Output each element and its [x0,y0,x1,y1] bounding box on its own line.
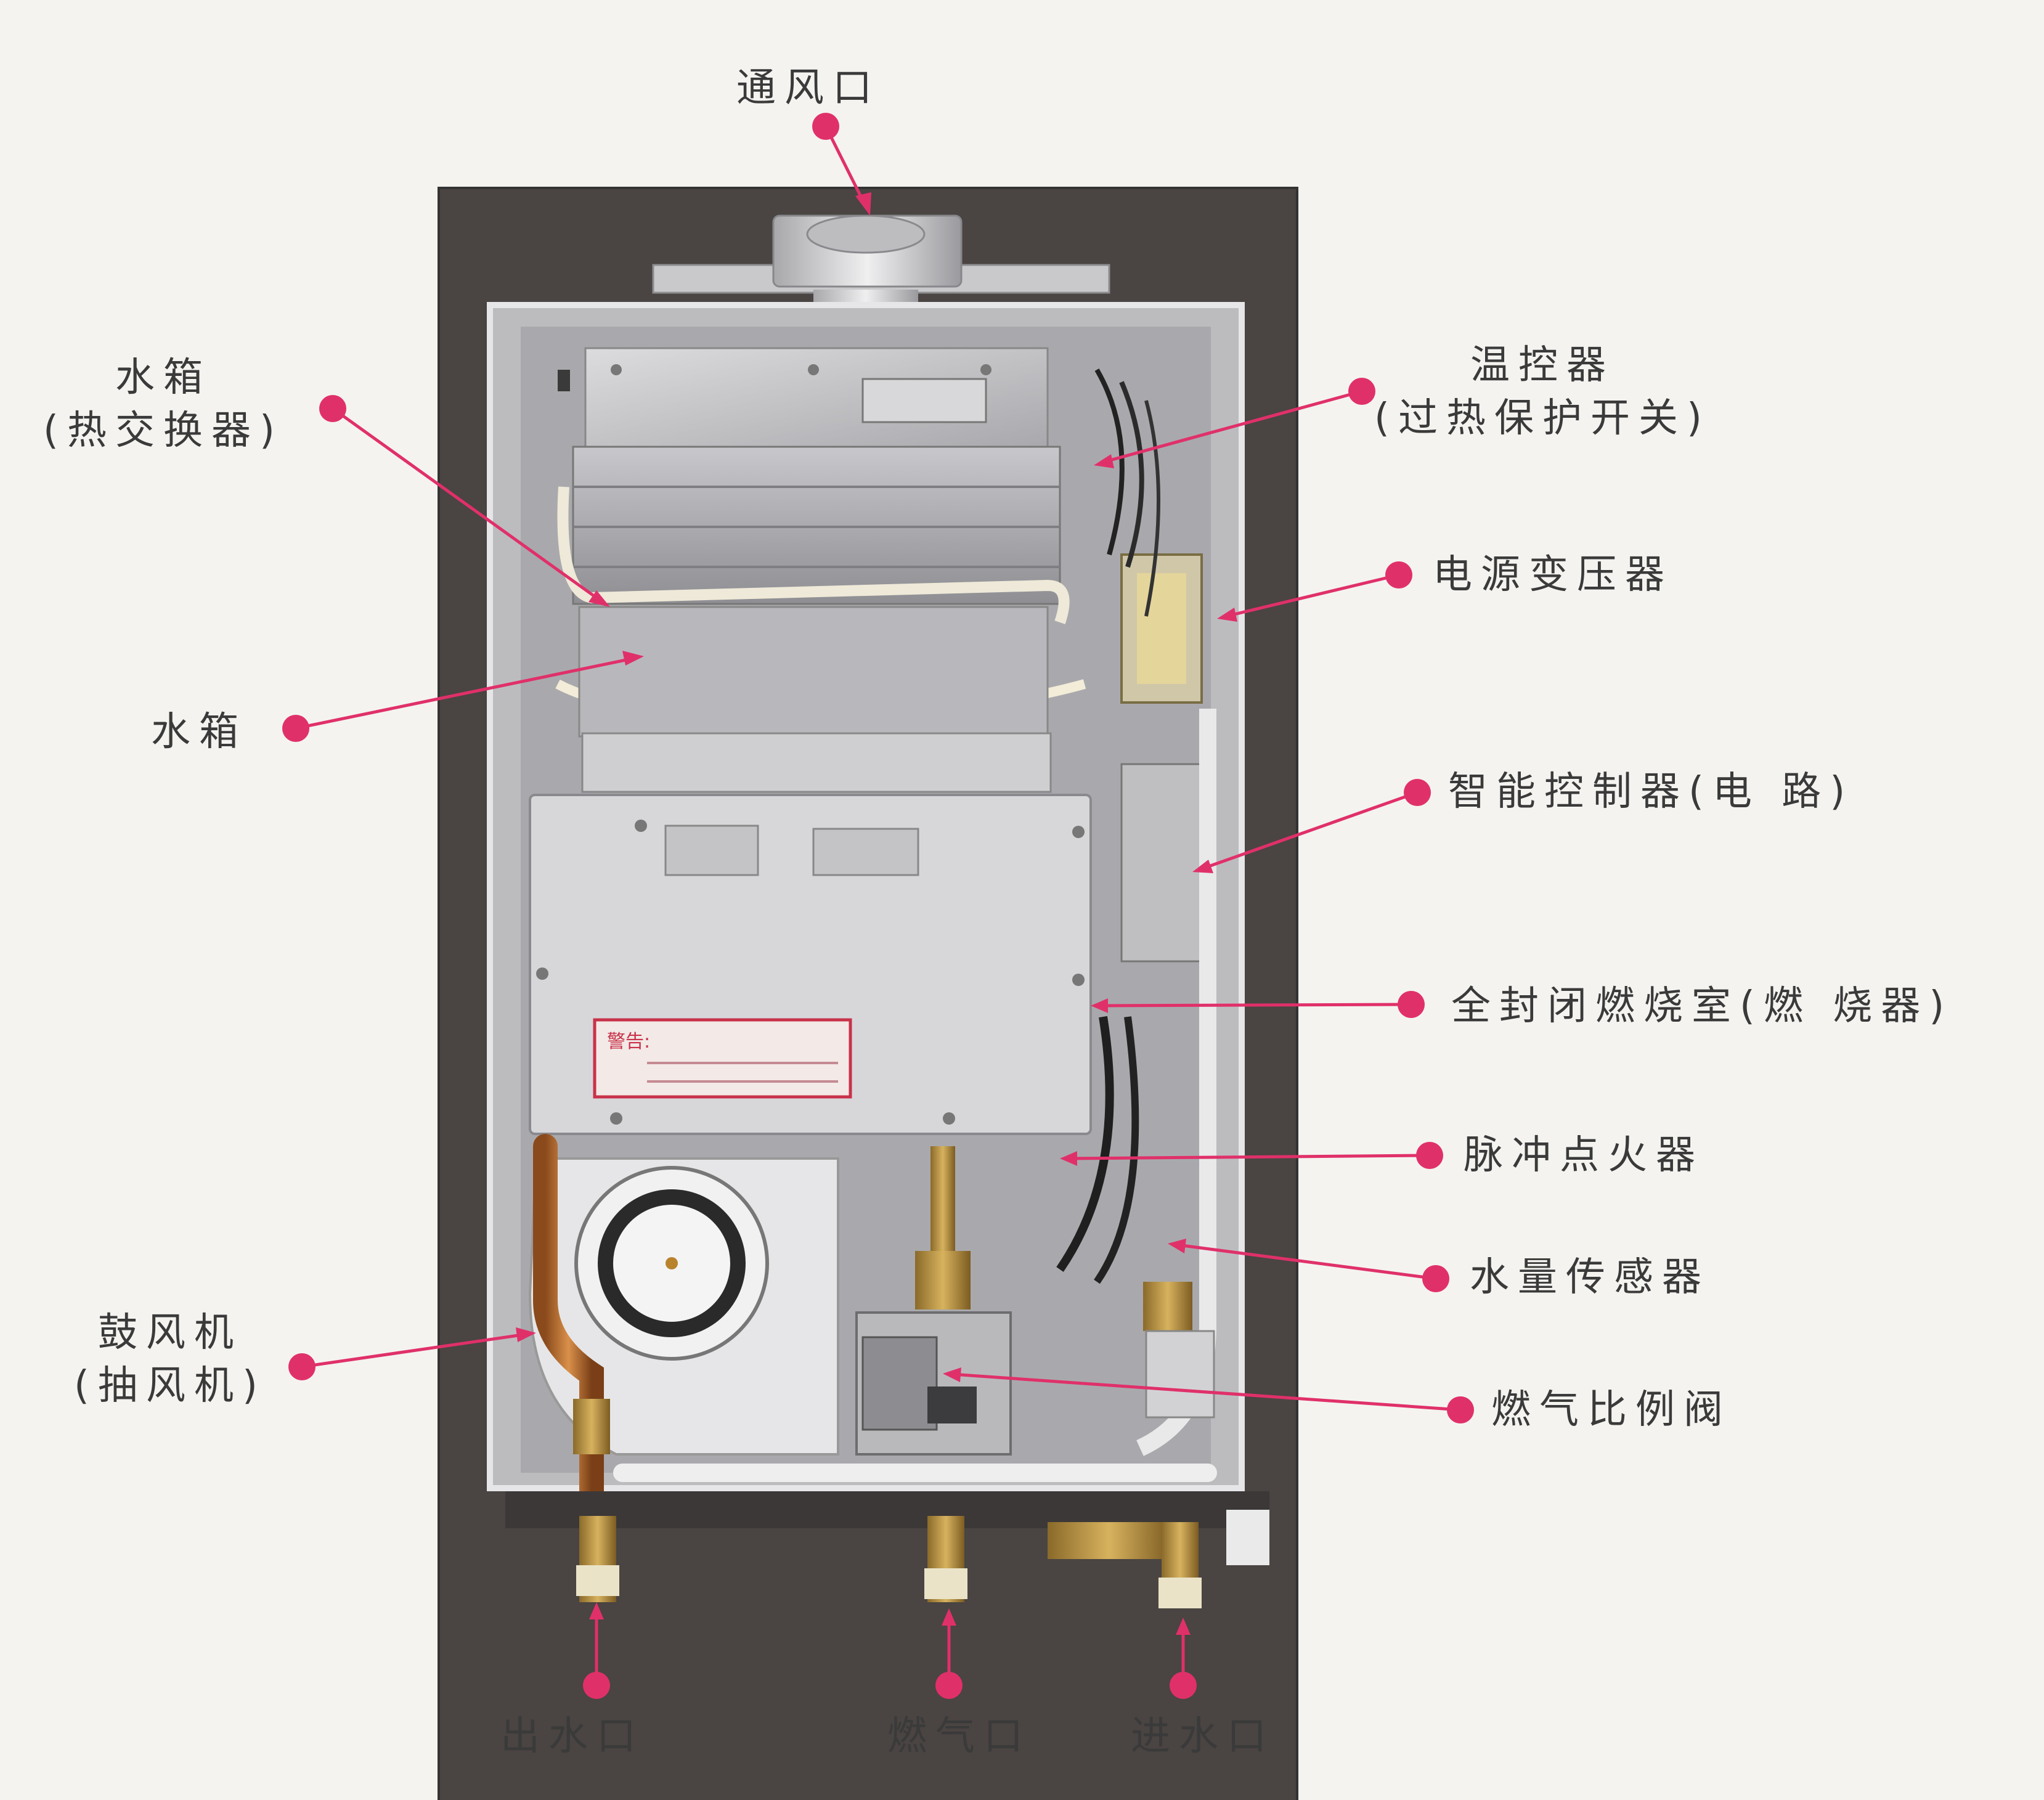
water-tank-body [578,606,1052,793]
leader-transformer [1217,561,1412,622]
leader-blower [288,1327,536,1380]
leader-water-inlet [1170,1618,1197,1699]
leader-water-tank [282,651,644,742]
gas-inlet-connector [924,1516,967,1602]
flue-collar [652,214,1110,339]
label-thermostat-line2: (过热保护开关) [1374,396,1711,442]
heat-exchanger [555,446,1086,723]
leader-gas-valve [943,1367,1474,1423]
label-water-tank: 水箱 [151,709,247,755]
label-water-tank-hx-line2: (热交换器) [43,408,283,454]
label-blower-line1: 鼓风机 [97,1310,242,1356]
label-igniter: 脉冲点火器 [1464,1133,1704,1178]
label-gas-valve: 燃气比例阀 [1491,1387,1732,1433]
warning-plate: 警告: [593,1018,852,1099]
leader-gas-inlet [935,1608,963,1699]
label-gas-inlet: 燃气口 [887,1714,1032,1759]
water-inlet-connector [1158,1522,1202,1608]
blower [528,1157,839,1456]
gas-pipe [915,1146,971,1309]
gas-valve-body [855,1311,1012,1456]
label-water-tank-hx: 水箱 (热交换器) [43,351,283,458]
flow-sensor-body [1143,1282,1215,1419]
leader-combustion-chamber [1091,991,1425,1018]
flue-hood [584,347,1049,448]
label-controller: 智能控制器(电 路) [1448,769,1854,815]
bottom-manifold [505,1464,1269,1565]
warning-plate-title: 警告: [607,1031,650,1053]
leader-water-tank-hx [319,395,610,607]
leader-water-outlet [583,1602,610,1699]
water-outlet-connector [576,1516,619,1602]
label-combustion-chamber: 全封闭燃烧室(燃 烧器) [1451,983,1953,1029]
label-water-tank-hx-line1: 水箱 [115,355,211,401]
label-blower: 鼓风机 (抽风机) [74,1306,266,1413]
label-blower-line2: (抽风机) [74,1363,266,1409]
outlet-pipe [533,1134,610,1504]
leader-flow-sensor [1168,1239,1449,1292]
leader-controller [1192,779,1431,873]
label-vent: 通风口 [736,65,881,111]
leader-thermostat [1094,378,1375,468]
label-water-outlet: 出水口 [500,1714,645,1759]
label-flow-sensor: 水量传感器 [1470,1255,1710,1300]
label-thermostat: 温控器 (过热保护开关) [1374,339,1711,446]
leader-igniter [1060,1142,1443,1169]
leader-vent [812,113,871,216]
label-transformer: 电源变压器 [1433,552,1673,598]
label-thermostat-line1: 温控器 [1470,343,1614,388]
label-water-inlet: 进水口 [1131,1714,1275,1759]
